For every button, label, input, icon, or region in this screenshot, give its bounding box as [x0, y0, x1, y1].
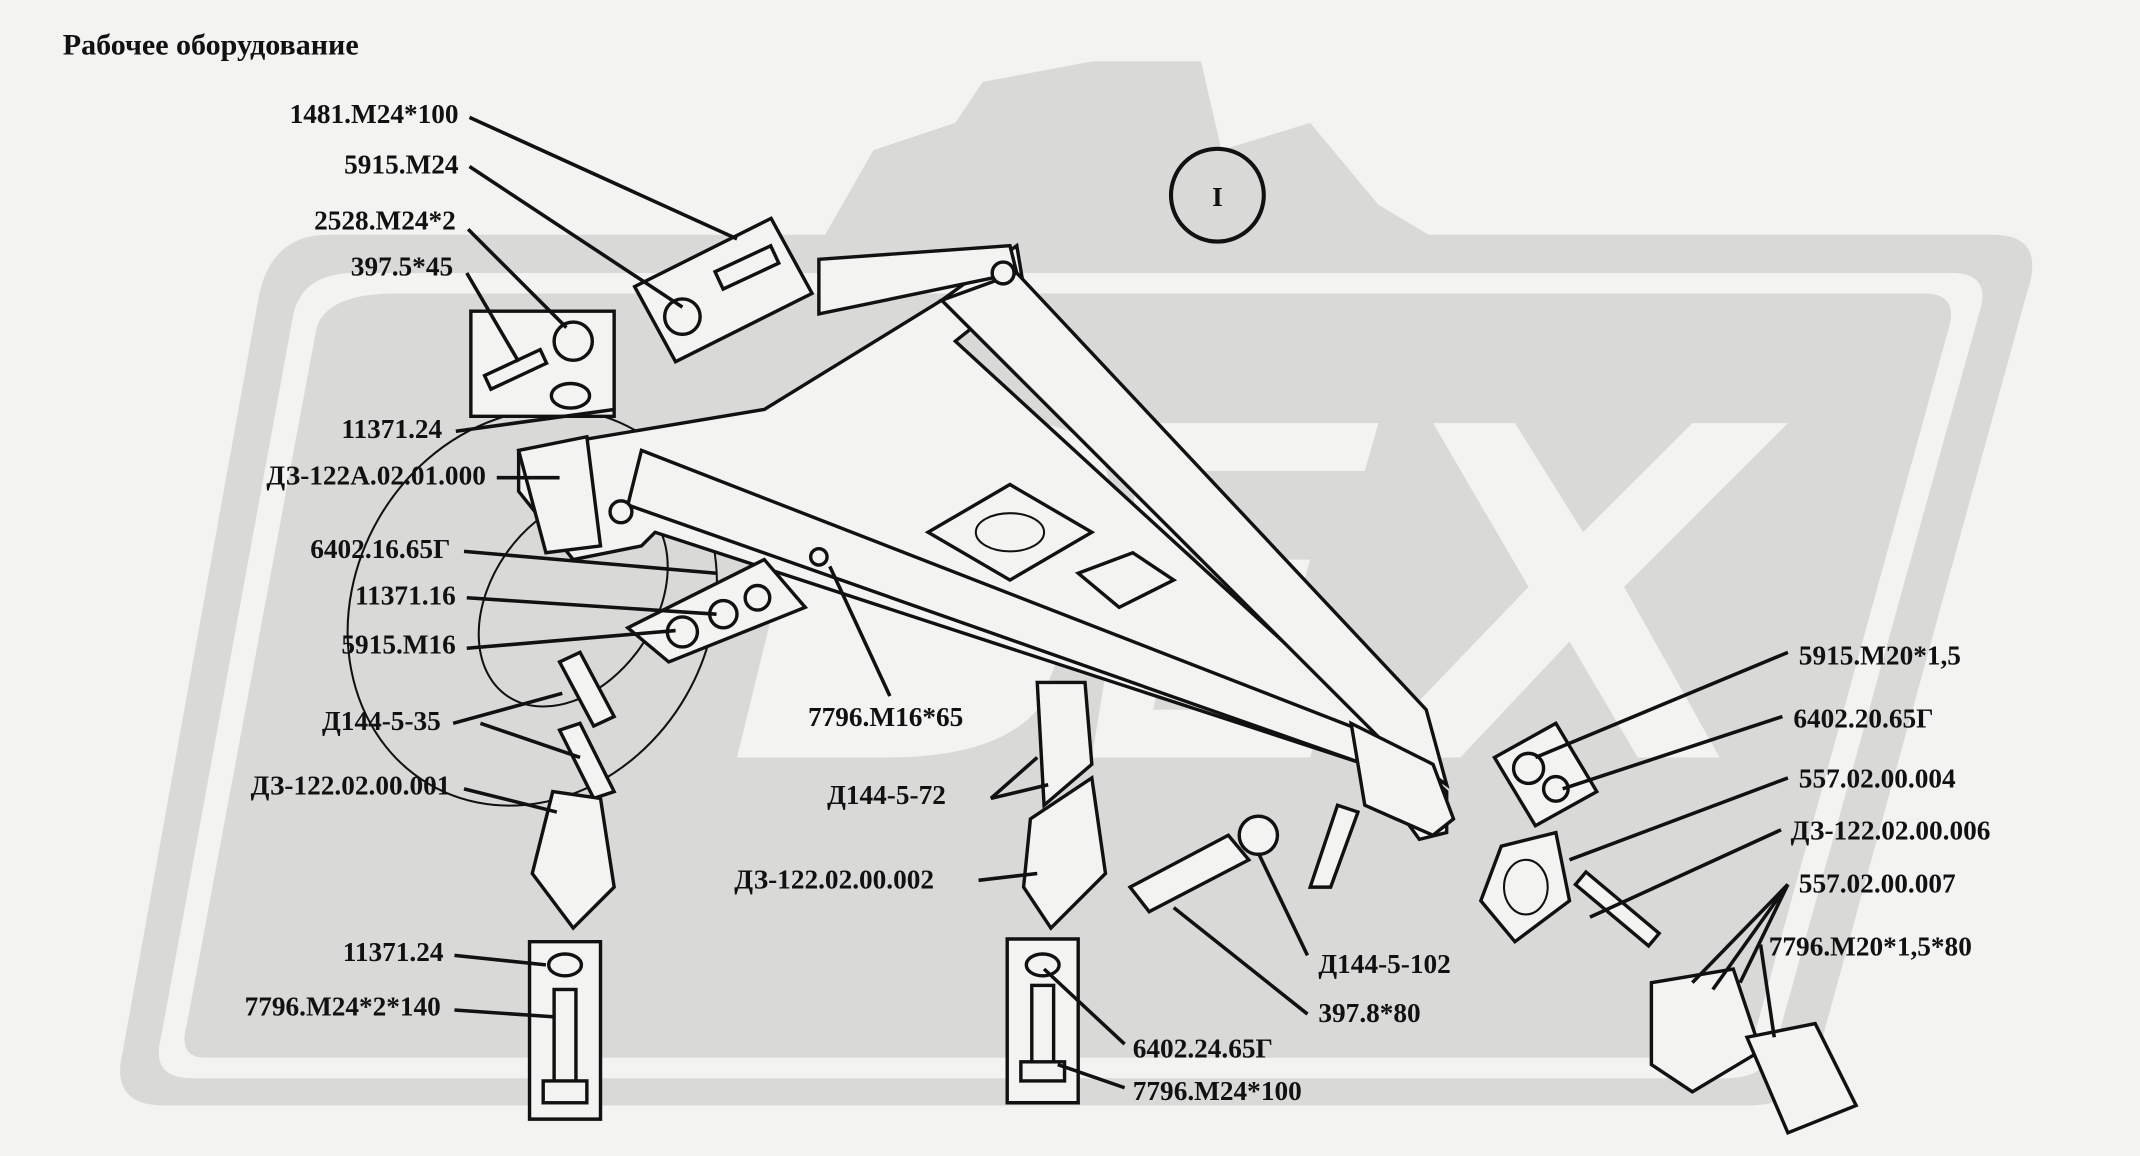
part-label: 2528.М24*2: [314, 205, 456, 235]
part-label: 5915.М16: [341, 630, 455, 660]
part-label: 11371.16: [355, 581, 456, 611]
fastener-details: [469, 216, 1859, 1135]
part-label: Д144-5-72: [827, 780, 946, 810]
part-label: 11371.24: [343, 937, 444, 967]
leader-lines: [452, 115, 1790, 1090]
part-label: 7796.М20*1,5*80: [1769, 931, 1972, 961]
part-label: ДЗ-122.02.00.001: [251, 770, 451, 800]
part-labels: 1481.М24*100 5915.М24 2528.М24*2 397.5*4…: [245, 99, 1991, 1106]
main-frame-drawing: [516, 242, 1456, 889]
part-label: ДЗ-122А.02.01.000: [266, 461, 486, 491]
part-label: 557.02.00.004: [1799, 763, 1956, 793]
part-label: 1481.М24*100: [290, 99, 459, 129]
part-label: 5915.М20*1,5: [1799, 641, 1961, 671]
part-label: 6402.20.65Г: [1793, 703, 1933, 733]
part-label: 11371.24: [341, 414, 442, 444]
part-label: 397.5*45: [351, 252, 453, 282]
part-label: 557.02.00.007: [1799, 869, 1956, 899]
part-label: 7796.М16*65: [808, 702, 963, 732]
part-label: ДЗ-122.02.00.006: [1791, 815, 1991, 845]
page-title: Рабочее оборудование: [63, 29, 359, 62]
part-label: 6402.24.65Г: [1133, 1034, 1273, 1064]
part-label: 5915.М24: [344, 149, 459, 179]
part-label: Д144-5-35: [322, 706, 441, 736]
part-label: 7796.М24*2*140: [245, 991, 441, 1021]
part-label: 7796.М24*100: [1133, 1076, 1302, 1106]
view-marker-label: I: [1212, 182, 1223, 212]
part-label: 397.8*80: [1318, 998, 1420, 1028]
view-marker: I: [1168, 146, 1266, 244]
part-label: ДЗ-122.02.00.002: [734, 864, 934, 894]
part-label: Д144-5-102: [1318, 949, 1450, 979]
part-label: 6402.16.65Г: [310, 534, 450, 564]
